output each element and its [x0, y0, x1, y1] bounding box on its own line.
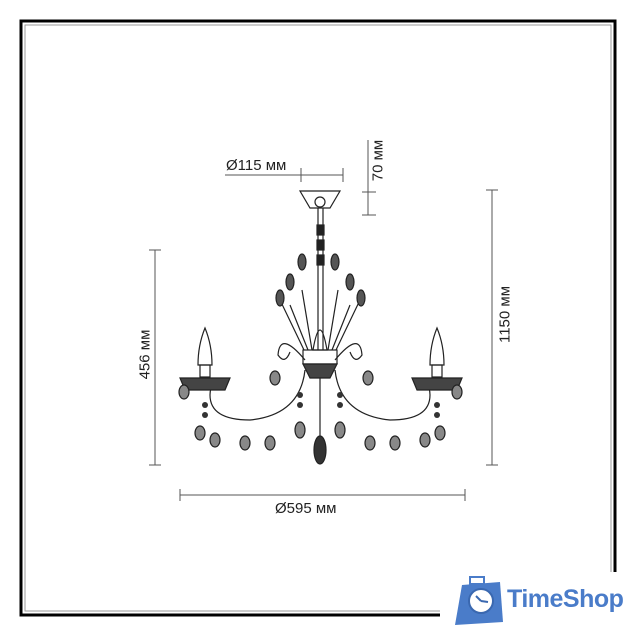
- frame: [19, 19, 617, 617]
- body-height-label: 456 мм: [136, 329, 154, 380]
- canopy-height-label: 70 мм: [369, 139, 387, 182]
- timeshop-logo-text: TimeShop: [507, 585, 624, 613]
- timeshop-logo-icon: [455, 576, 503, 625]
- chandelier-illustration: [178, 190, 463, 465]
- total-height-label: 1150 мм: [496, 285, 514, 344]
- canopy-diameter-label: Ø115 мм: [226, 157, 287, 174]
- dimension-lines: [149, 140, 498, 501]
- diameter-label: Ø595 мм: [275, 500, 337, 517]
